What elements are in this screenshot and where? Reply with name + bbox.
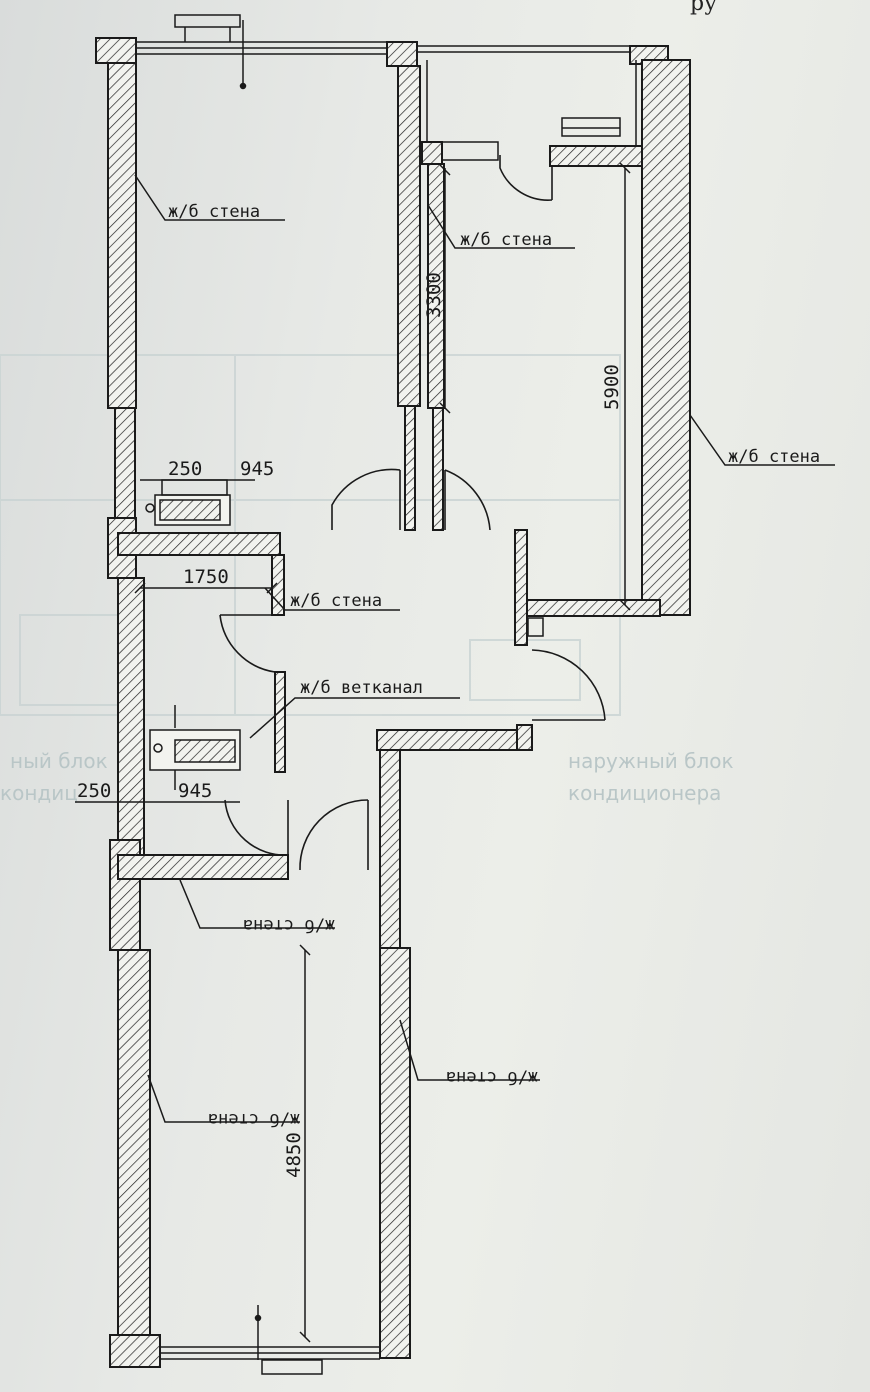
dim-4850: 4850 [283,1132,305,1178]
dim-bottom-945: 945 [178,780,212,802]
wall-right-bottom [514,599,661,617]
ghost-label-2: кондиц [0,781,78,805]
wall-corner-bottom-left [109,1334,161,1368]
wall-inner-stub [432,407,444,531]
wall-left-upper [107,62,137,409]
label-vent-channel: ж/б ветканал [300,678,423,698]
wall-left-middle [117,577,145,859]
ghost-label-1: ный блок [10,749,108,773]
wall-corner-top-left [95,37,137,64]
label-wall-top-middle: ж/б стена [460,230,552,250]
dim-top-250: 250 [168,458,202,480]
dim-3300: 3300 [423,272,445,318]
wall-corridor-vertical [379,749,401,949]
label-wall-bottom-left: ж/б стена [208,1109,300,1129]
dim-bottom-250: 250 [77,780,111,802]
label-wall-top-left: ж/б стена [168,202,260,222]
walls [95,37,691,1368]
ghost-label-3: наружный блок [568,749,734,773]
wall-corner-top-center [386,41,418,67]
wall-corridor-end [516,724,533,751]
dimension-lines [75,162,835,1343]
windows [136,14,637,1375]
doors [219,155,606,871]
shafts [145,479,544,771]
wall-center-upper [397,65,421,407]
label-wall-mid-left: ж/б стена [290,591,382,611]
wall-left-segment [114,407,136,519]
wall-center-stub [404,405,416,531]
wall-left-lower [117,949,151,1336]
label-wall-right: ж/б стена [728,447,820,467]
wall-right-lower [379,947,411,1359]
wall-vent-stub [274,671,286,773]
wall-corridor-right [514,529,528,646]
label-wall-lower-left: ж/б стена [243,915,335,935]
dim-top-945: 945 [240,458,274,480]
wall-corridor-horizontal [376,729,518,751]
dim-5900: 5900 [601,364,623,410]
dim-1750: 1750 [183,566,229,588]
wall-right [641,59,691,616]
wall-stub-top [421,141,443,165]
wall-mid-upper [117,532,281,556]
wall-mid-lower [117,854,289,880]
label-wall-lower-right: ж/б стена [446,1067,538,1087]
header-fragment: ру [690,0,717,16]
wall-right-top-stub [549,145,643,167]
ghost-label-4: кондиционера [568,781,721,805]
